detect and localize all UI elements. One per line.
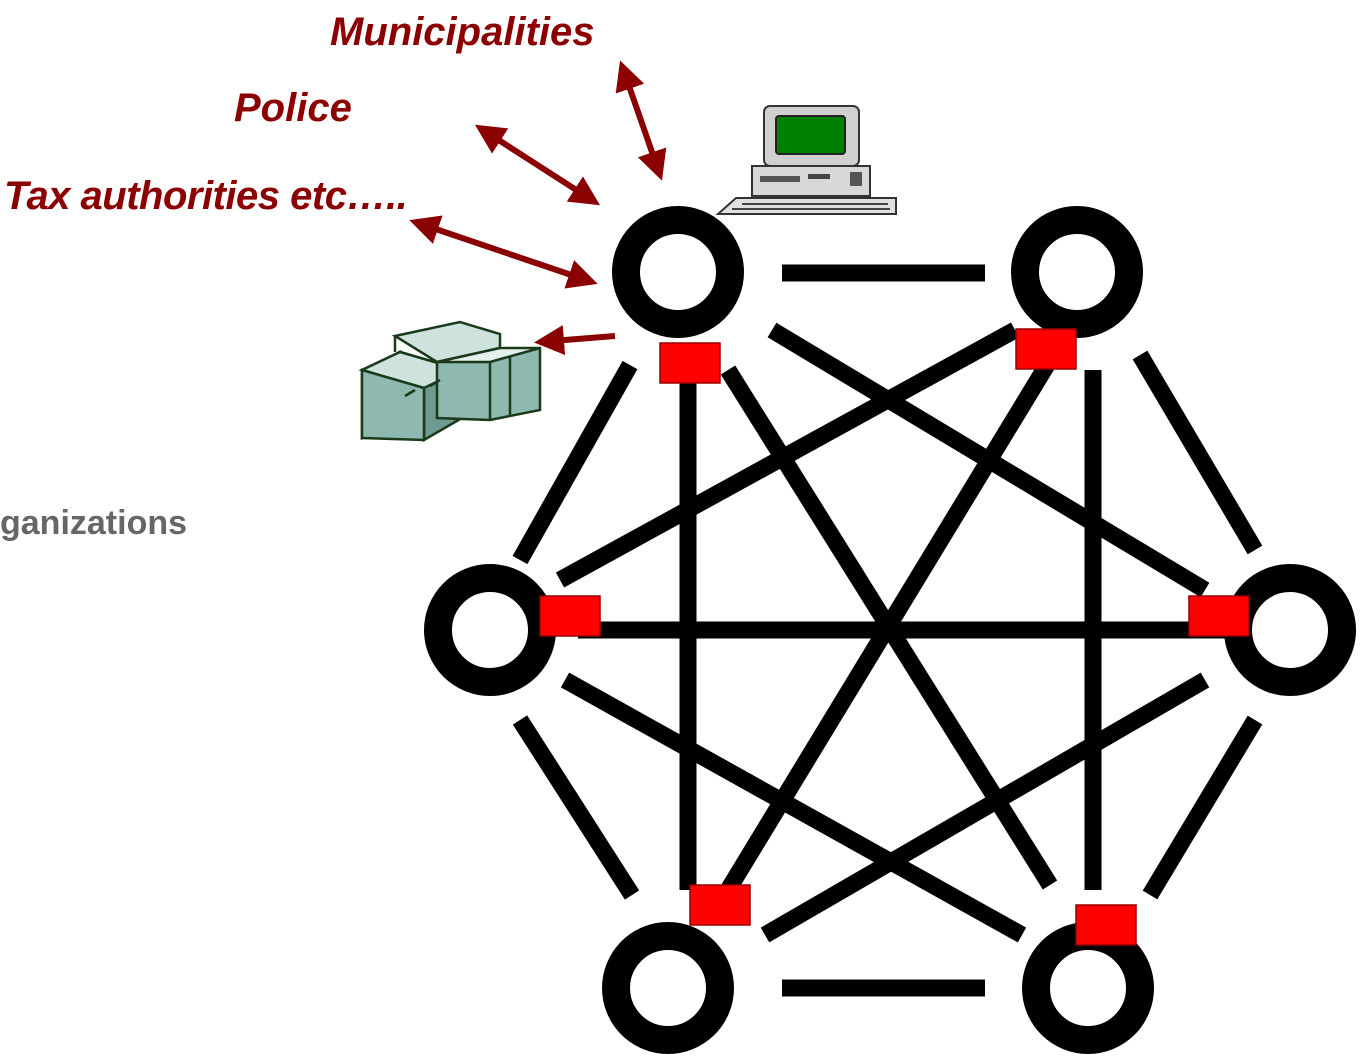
computer-terminal-icon <box>715 105 897 215</box>
network-links <box>512 264 1263 997</box>
marker-left <box>539 595 601 637</box>
link-left-bottomleft <box>512 715 640 900</box>
label-municipalities: Municipalities <box>330 10 595 54</box>
label-police: Police <box>234 86 352 130</box>
label-tax-authorities: Tax authorities etc….. <box>4 174 408 218</box>
node-top-left <box>612 206 744 338</box>
link-left-bottomright <box>560 672 1027 943</box>
link-topleft-left <box>512 360 638 565</box>
arrow-tax-authorities <box>409 215 598 289</box>
marker-bottom-left <box>689 884 751 926</box>
network-nodes <box>424 206 1356 1054</box>
node-bottom-left <box>602 922 734 1054</box>
marker-top-left <box>659 342 721 384</box>
label-organizations: ganizations <box>0 504 188 542</box>
node-right <box>1224 564 1356 696</box>
marker-bottom-right <box>1075 904 1137 946</box>
marker-top-right <box>1015 328 1077 370</box>
relation-arrows <box>409 60 667 356</box>
link-right-bottomright <box>1142 715 1263 900</box>
arrow-building <box>534 325 616 356</box>
marker-right <box>1188 595 1250 637</box>
link-topright-left <box>555 322 1020 588</box>
link-right-bottomleft <box>760 672 1210 943</box>
node-left <box>424 564 556 696</box>
node-markers <box>539 328 1250 946</box>
node-top-right <box>1011 206 1143 338</box>
arrow-municipalities <box>615 60 667 181</box>
arrow-police <box>474 124 601 206</box>
link-topright-right <box>1132 350 1263 555</box>
link-topleft-right <box>767 322 1210 598</box>
office-building-icon <box>358 320 542 443</box>
node-bottom-right <box>1022 922 1154 1054</box>
